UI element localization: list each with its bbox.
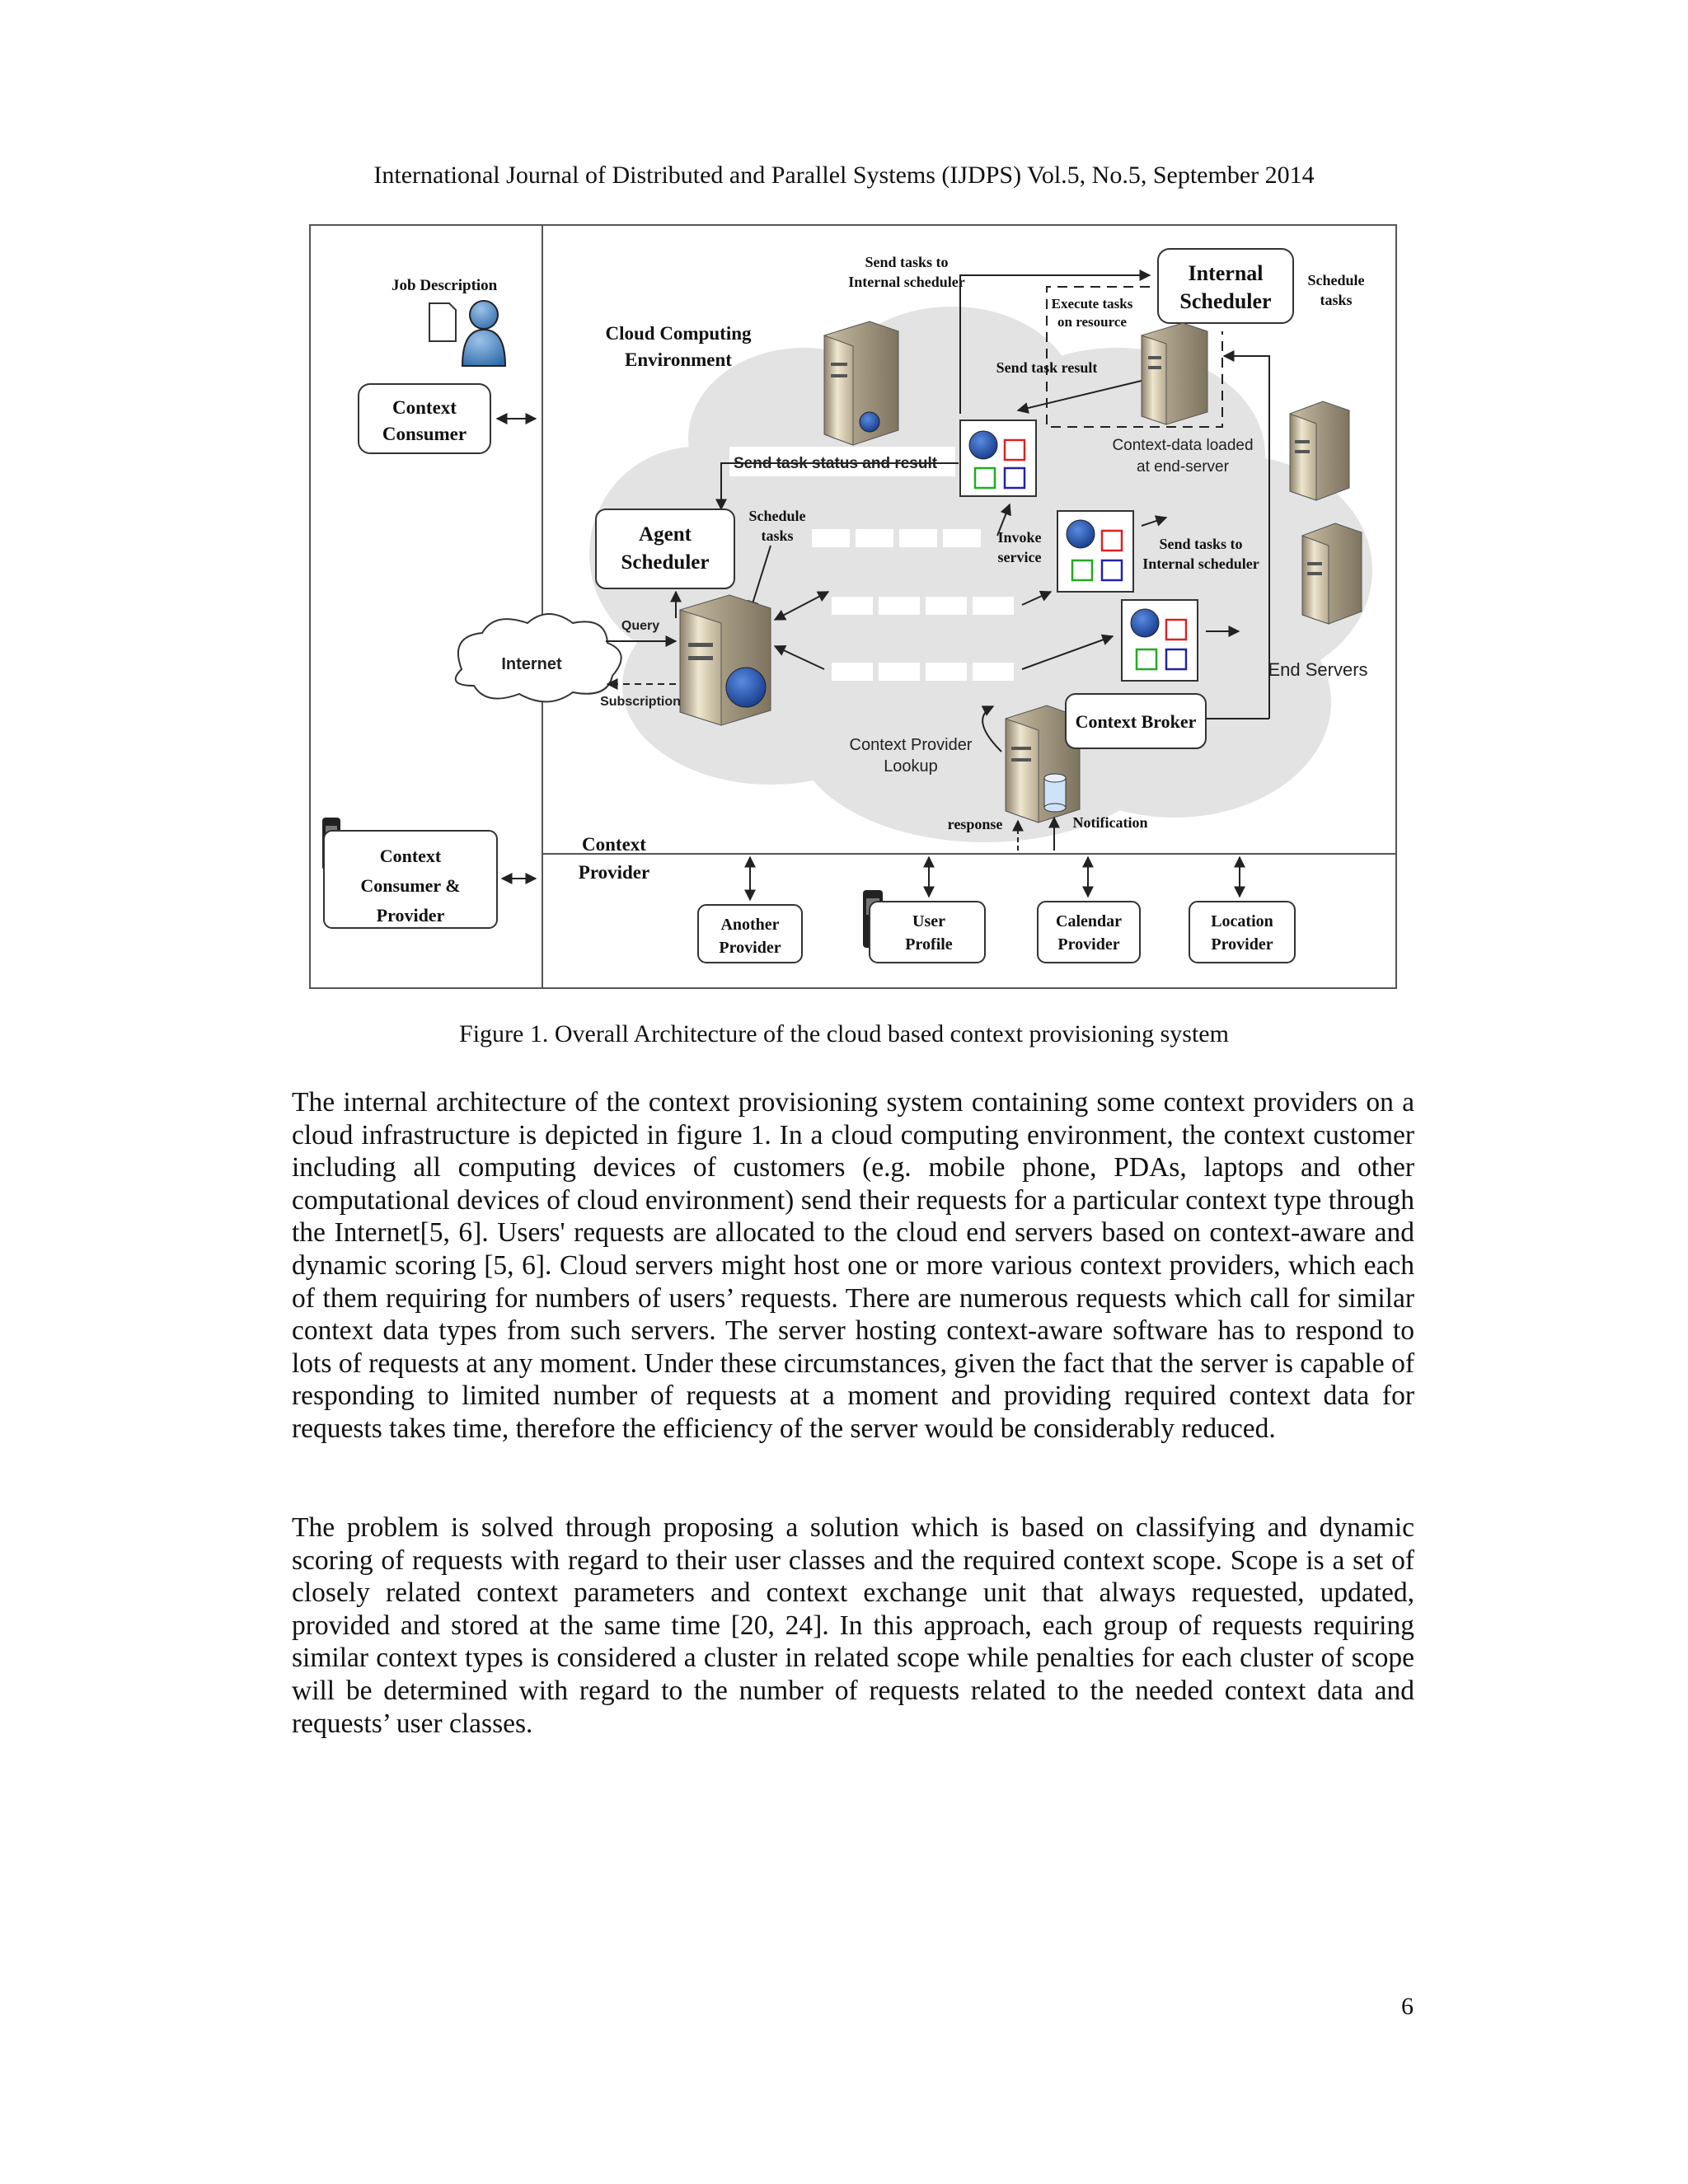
agent-scheduler-label-2: Scheduler bbox=[621, 551, 710, 574]
internal-scheduler-label-2: Scheduler bbox=[1179, 289, 1271, 313]
agent-scheduler-box bbox=[595, 509, 735, 589]
execute-tasks-label-2: on resource bbox=[1057, 314, 1127, 330]
notification-label: Notification bbox=[1073, 814, 1148, 831]
queue-to-service-3 bbox=[1021, 634, 1114, 670]
body-paragraph-1: The internal architecture of the context… bbox=[292, 1087, 1414, 1444]
schedule-tasks-right-label-2: tasks bbox=[1320, 292, 1352, 308]
queue-to-service-2 bbox=[1021, 590, 1053, 606]
schedule-tasks-arrow bbox=[748, 545, 771, 613]
calendar-provider-box bbox=[1037, 901, 1141, 963]
context-provider-lookup-label-1: Context Provider bbox=[850, 736, 973, 754]
subscription-label: Subscription bbox=[600, 695, 681, 709]
end-servers-label: End Servers bbox=[1268, 659, 1367, 680]
running-head: International Journal of Distributed and… bbox=[373, 162, 1315, 189]
send-tasks-mid-label-1: Send tasks to bbox=[1159, 536, 1242, 552]
context-consumer-box bbox=[358, 383, 491, 454]
internet-label: Internet bbox=[501, 655, 562, 673]
context-broker-box bbox=[1065, 693, 1207, 749]
context-data-loaded-label-2: at end-server bbox=[1137, 458, 1230, 476]
calendar-provider-label-1: Calendar bbox=[1056, 912, 1122, 930]
agent-scheduler-label-1: Agent bbox=[639, 523, 692, 546]
context-provider-lookup-label-2: Lookup bbox=[884, 757, 938, 776]
execute-tasks-label-1: Execute tasks bbox=[1052, 296, 1133, 312]
send-task-result-label: Send task result bbox=[996, 359, 1098, 376]
response-label: response bbox=[948, 816, 1003, 832]
user-profile-label-1: User bbox=[912, 912, 945, 930]
task-queue-row-1 bbox=[812, 529, 981, 547]
context-consumer-label-2: Consumer bbox=[382, 424, 467, 444]
context-data-service-2 bbox=[1057, 510, 1134, 593]
agent-queue-arrow-3 bbox=[773, 644, 825, 670]
internal-scheduler-box bbox=[1157, 248, 1294, 324]
ccp-label-2: Consumer & bbox=[360, 875, 460, 896]
another-provider-box bbox=[697, 904, 803, 963]
ccp-label-3: Provider bbox=[377, 905, 445, 926]
user-profile-label-2: Profile bbox=[905, 935, 953, 954]
cloud-env-label-1: Cloud Computing bbox=[605, 323, 752, 344]
user-profile-box bbox=[869, 901, 986, 963]
send-tasks-mid-arrow bbox=[1141, 515, 1168, 527]
another-provider-label-1: Another bbox=[720, 916, 779, 934]
architecture-figure: Job Description Context Consumer Cloud C… bbox=[309, 224, 1397, 989]
architecture-diagram: Job Description Context Consumer Cloud C… bbox=[309, 224, 1397, 989]
broker-to-scheduler-arrow bbox=[1222, 350, 1270, 719]
execute-tasks-dashed-loop bbox=[1046, 286, 1223, 428]
cloud-server-icon bbox=[823, 321, 899, 446]
context-consumer-provider-box bbox=[323, 830, 498, 929]
end-server-icon-1 bbox=[1289, 401, 1350, 501]
figure-caption: Figure 1. Overall Architecture of the cl… bbox=[459, 1020, 1229, 1047]
schedule-tasks-mid-label-1: Schedule bbox=[748, 508, 805, 524]
invoke-service-arrow bbox=[996, 503, 1011, 537]
query-label: Query bbox=[621, 619, 659, 633]
location-provider-label-1: Location bbox=[1211, 912, 1273, 930]
context-broker-label: Context Broker bbox=[1076, 711, 1197, 732]
internal-scheduler-server-icon bbox=[1141, 322, 1208, 425]
invoke-service-label-2: service bbox=[998, 549, 1042, 565]
job-description-label: Job Description bbox=[392, 277, 498, 294]
agent-queue-arrow-2 bbox=[773, 591, 830, 621]
location-provider-label-2: Provider bbox=[1211, 935, 1273, 954]
body-paragraph-2: The problem is solved through proposing … bbox=[292, 1512, 1414, 1739]
location-provider-box bbox=[1189, 901, 1296, 963]
document-icon bbox=[429, 302, 457, 342]
send-task-result-arrow bbox=[1016, 380, 1142, 414]
context-provider-label-1: Context bbox=[582, 834, 646, 855]
context-provider-label-2: Provider bbox=[579, 862, 649, 883]
send-tasks-mid-label-2: Internal scheduler bbox=[1142, 555, 1259, 572]
schedule-tasks-right-label-1: Schedule bbox=[1307, 272, 1364, 288]
internal-scheduler-label-1: Internal bbox=[1189, 261, 1264, 285]
end-server-icon-2 bbox=[1301, 523, 1362, 625]
context-data-service-1 bbox=[959, 419, 1037, 497]
agent-server-icon bbox=[679, 594, 771, 726]
send-task-status-bg bbox=[729, 447, 955, 476]
task-queue-row-3 bbox=[832, 663, 1014, 681]
lookup-arrow bbox=[981, 705, 1002, 752]
context-consumer-label-1: Context bbox=[392, 397, 457, 418]
send-tasks-top-label-1: Send tasks to bbox=[865, 254, 948, 270]
send-task-status-arrow bbox=[715, 462, 959, 511]
another-provider-label-2: Provider bbox=[719, 939, 781, 957]
invoke-service-label-1: Invoke bbox=[997, 529, 1041, 546]
cloud-env-label-2: Environment bbox=[625, 349, 732, 370]
schedule-tasks-mid-label-2: tasks bbox=[761, 527, 793, 544]
task-queue-row-2 bbox=[832, 597, 1014, 615]
page-number: 6 bbox=[1401, 1993, 1414, 2020]
ccp-label-1: Context bbox=[380, 846, 442, 866]
send-tasks-top-label-2: Internal scheduler bbox=[848, 274, 965, 290]
send-tasks-top-arrow bbox=[959, 269, 1151, 414]
calendar-provider-label-2: Provider bbox=[1057, 935, 1119, 954]
database-icon bbox=[1043, 773, 1067, 813]
context-data-loaded-label-1: Context-data loaded bbox=[1112, 437, 1253, 454]
internet-cloud bbox=[454, 613, 622, 703]
person-icon bbox=[461, 300, 507, 367]
context-data-service-3 bbox=[1121, 599, 1198, 682]
